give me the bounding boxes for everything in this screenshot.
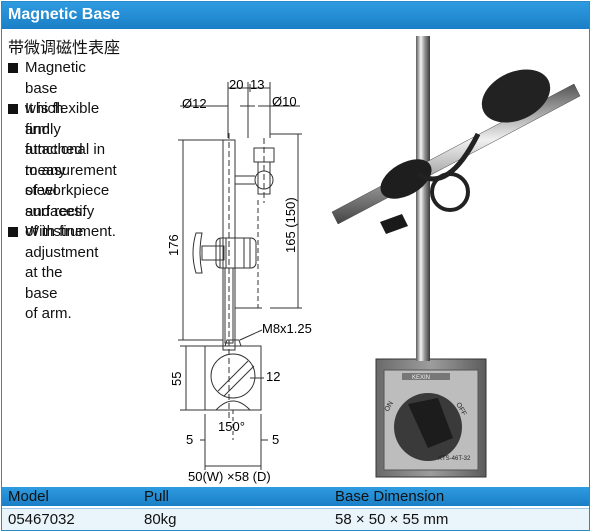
dim-176: 176 [166,234,181,256]
dim-5-left: 5 [186,432,193,447]
list-item: It is flexible and functional in measure… [8,99,117,243]
title-bar: Magnetic Base [2,2,589,29]
dim-150deg: 150° [218,419,245,434]
on-label: ON [384,400,395,413]
cell-base-dimension: 58 × 50 × 55 mm [335,511,449,528]
dim-base: 50(W) ×58 (D) [188,469,271,484]
list-item-text: With fine adjustment at the base of arm. [25,223,99,322]
brand-label: KEXIN [412,375,430,381]
dim-55: 55 [169,372,184,386]
chinese-subtitle: 带微调磁性表座 [8,38,121,57]
technical-drawing: Ø12 20 13 Ø10 176 165 (150) M8x1.25 55 1… [166,78,312,484]
table-row: 05467032 80kg 58 × 50 × 55 mm [2,508,589,530]
spec-table: Model Pull Base Dimension 05467032 80kg … [2,487,589,530]
dim-13: 13 [250,78,264,92]
dim-d12: Ø12 [182,96,207,111]
header-model: Model [8,488,49,505]
list-item: With fine adjustment at the base of arm. [8,222,98,325]
dim-12: 12 [266,369,280,384]
bullet-square-icon [8,104,18,114]
dim-m8: M8x1.25 [262,321,312,336]
dim-20: 20 [229,78,243,92]
header-pull: Pull [144,488,170,505]
dim-5-right: 5 [272,432,279,447]
list-item-text: It is flexible and functional in measure… [25,100,117,240]
list-item: Magnetic base which firmly attached to a… [8,58,86,222]
product-photo: KEXIN ON OFF KTS-46T-32 [331,36,581,478]
header-base-dimension: Base Dimension [335,488,445,505]
dim-d10: Ø10 [272,94,297,109]
model-label: KTS-46T-32 [438,456,471,462]
page-title: Magnetic Base [8,6,121,23]
dim-165: 165 (150) [283,197,298,253]
cell-model: 05467032 [8,511,75,528]
bullet-square-icon [8,63,18,73]
table-header-row: Model Pull Base Dimension [2,487,589,506]
list-item-text: Magnetic base which firmly attached to a… [25,59,86,220]
cell-pull: 80kg [144,511,177,528]
bullet-square-icon [8,227,18,237]
